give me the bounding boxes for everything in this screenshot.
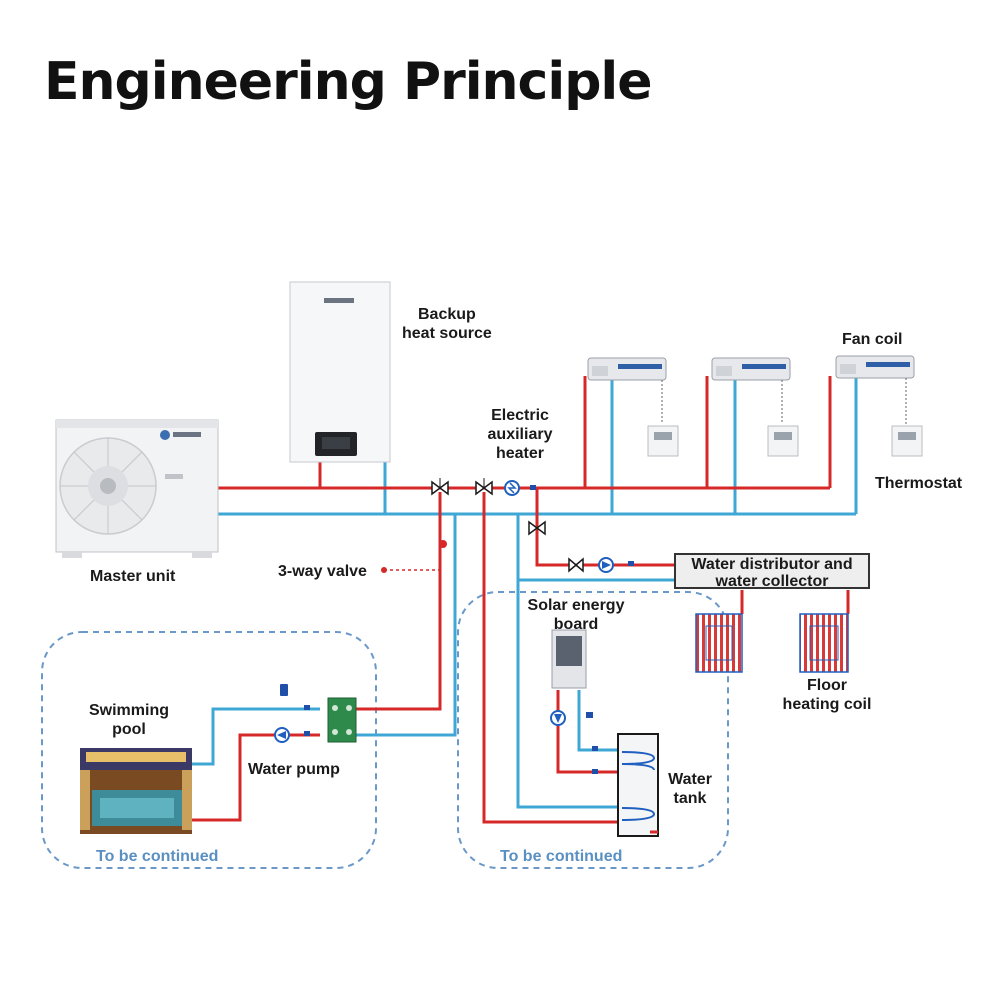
valve-pointer-dot-2 <box>439 540 447 548</box>
master-unit <box>55 419 219 558</box>
electric-auxiliary-heater-label: Electric auxiliary heater <box>476 406 564 463</box>
solar-energy-board <box>551 629 587 689</box>
pool-label-line-1: Swimming <box>88 702 169 719</box>
distributor-label-line-1: Water distributor and <box>691 556 853 573</box>
floor-heating-coil-label: Floor heating coil <box>772 676 882 714</box>
swimming-pool-image <box>80 748 192 834</box>
thermostat-icon <box>647 425 923 457</box>
fan-coil-unit-3 <box>835 355 915 379</box>
heater-icon <box>504 480 520 496</box>
swimming-pool-label: Swimming pool <box>80 701 178 739</box>
to-be-continued-left: To be continued <box>96 848 219 865</box>
right-group-outline <box>457 591 729 869</box>
solar-energy-board-label: Solar energy board <box>520 596 632 634</box>
fan-icon <box>59 437 157 535</box>
page-title: Engineering Principle <box>44 52 653 112</box>
water-distributor-box: Water distributor and water collector <box>674 553 870 590</box>
fan-coil-unit-1 <box>587 357 667 381</box>
heater-label-line-2: auxiliary <box>487 426 553 443</box>
master-unit-label: Master unit <box>90 568 176 585</box>
tank-label-line-2: tank <box>673 790 707 807</box>
floor-label-line-1: Floor <box>807 677 847 694</box>
sensor-marks <box>280 485 634 774</box>
solar-label-line-1: Solar energy <box>527 597 625 614</box>
valve-icon <box>431 478 584 573</box>
pool-label-line-2: pool <box>112 721 146 738</box>
floor-label-line-2: heating coil <box>782 696 872 713</box>
left-group-outline <box>41 631 377 869</box>
thermostat-label: Thermostat <box>875 475 963 492</box>
thermostat-wires <box>661 378 907 424</box>
heater-label-line-3: heater <box>495 445 545 462</box>
heater-label-line-1: Electric <box>491 407 549 424</box>
brand-logo-icon <box>160 430 170 440</box>
backup-heat-source-label: Backup heat source <box>402 305 492 343</box>
plate-heat-exchanger <box>327 697 357 743</box>
water-pump-label: Water pump <box>248 761 340 778</box>
three-way-valve-label: 3-way valve <box>278 563 367 580</box>
backup-heat-source-unit <box>289 281 391 463</box>
water-tank-label: Water tank <box>660 770 720 808</box>
fan-coil-label: Fan coil <box>842 331 903 348</box>
backup-label-line-1: Backup <box>418 306 476 323</box>
valve-pointer-dot <box>381 567 387 573</box>
fan-coil-unit-2 <box>711 357 791 381</box>
solar-label-line-2: board <box>553 616 599 633</box>
pump-icon <box>274 557 614 743</box>
to-be-continued-right: To be continued <box>500 848 623 865</box>
distributor-label-line-2: water collector <box>715 573 829 590</box>
coil-icon <box>695 613 849 673</box>
water-tank <box>617 733 659 837</box>
backup-label-line-2: heat source <box>402 325 492 342</box>
tank-label-line-1: Water <box>668 771 712 788</box>
